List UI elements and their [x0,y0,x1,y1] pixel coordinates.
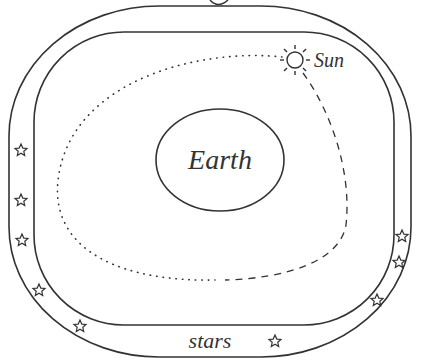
star-symbol [15,194,27,206]
sun-ray [280,59,284,60]
star-band: stars Earth [8,5,412,358]
earth-oval: Earth [155,108,285,212]
band-name: stars [189,330,232,352]
sun-disc [287,52,303,68]
star-symbol [269,335,281,347]
sun-ray [294,45,295,49]
band-inner-edge [34,32,394,325]
sun-ray [294,71,295,75]
star-symbol [393,256,405,268]
sun-label: Sun [314,50,344,70]
sun-path-dotted [57,56,282,281]
earth-outline [156,109,284,211]
star-symbol [15,144,27,156]
sun-path-dashed [225,73,347,280]
sun-symbol [280,45,310,75]
star-symbols [15,144,408,347]
star-symbol [74,320,86,332]
star-symbol [396,230,408,242]
body-name: Earth [188,146,252,174]
star-symbol [16,234,28,246]
sun-ray [284,49,287,52]
sun-ray [284,68,287,71]
band-outer-edge [9,6,411,357]
sun-ray [303,68,306,71]
star-symbol [33,284,45,296]
top-mark [210,0,228,5]
sun-ray [306,59,310,60]
band-outline [8,5,412,358]
sun-ray [303,49,306,52]
